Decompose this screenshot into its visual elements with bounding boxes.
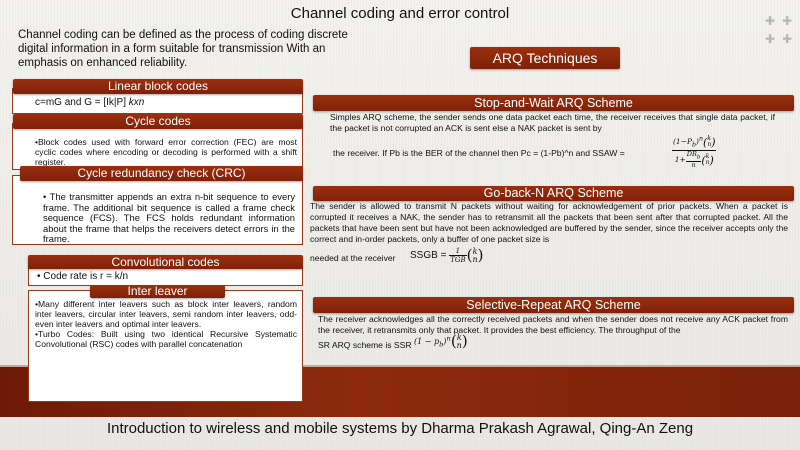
selective-repeat-text: The receiver acknowledges all the correc… xyxy=(318,314,788,335)
crc-desc: The transmitter appends an extra n-bit s… xyxy=(43,191,296,244)
crc-text: • The transmitter appends an extra n-bit… xyxy=(43,191,296,245)
gbn-formula-label: SSGB = xyxy=(410,250,447,262)
bullet: • xyxy=(43,191,47,202)
stop-and-wait-text: Simples ARQ scheme, the sender sends one… xyxy=(330,112,775,133)
inter-leaver-box: •Many different inter leavers such as bl… xyxy=(28,290,303,402)
stop-and-wait-header: Stop-and-Wait ARQ Scheme xyxy=(313,95,794,111)
selective-repeat-formula-line: SR ARQ scheme is SSR xyxy=(318,340,412,350)
crc-box: • The transmitter appends an extra n-bit… xyxy=(12,175,303,245)
plus-decoration-icon: ✚ xyxy=(782,14,793,28)
cycle-codes-box: •Block codes used with forward error cor… xyxy=(12,123,303,170)
bullet: • xyxy=(37,271,41,282)
plus-decoration-icon: ✚ xyxy=(765,32,776,46)
go-back-n-receiver-line: needed at the receiver xyxy=(310,253,396,263)
stop-and-wait-formula-line: the receiver. If Pb is the BER of the ch… xyxy=(333,148,625,158)
inter-leaver-bullet-1: •Many different inter leavers such as bl… xyxy=(35,299,297,329)
intro-text: Channel coding can be defined as the pro… xyxy=(18,29,348,69)
formula-prefix: c=mG and G = [Ik|P] xyxy=(35,97,129,108)
band-divider xyxy=(0,365,800,367)
footer-citation: Introduction to wireless and mobile syst… xyxy=(106,420,694,437)
plus-decoration-icon: ✚ xyxy=(782,32,793,46)
turbo-codes-text: Turbo Codes: Built using two identical R… xyxy=(35,329,297,349)
cycle-codes-desc: Block codes used with forward error corr… xyxy=(35,137,297,167)
cycle-codes-text: •Block codes used with forward error cor… xyxy=(35,137,297,167)
convolutional-codes-header: Convolutional codes xyxy=(28,255,303,269)
cycle-codes-header: Cycle codes xyxy=(13,114,303,129)
inter-leaver-header: Inter leaver xyxy=(90,285,225,298)
go-back-n-header: Go-back-N ARQ Scheme xyxy=(313,186,794,201)
bullet: • xyxy=(35,137,39,147)
bullet: • xyxy=(35,299,39,309)
selective-repeat-header: Selective-Repeat ARQ Scheme xyxy=(313,297,794,313)
arq-techniques-title: ARQ Techniques xyxy=(470,47,620,69)
code-rate-text: Code rate is r = k/n xyxy=(43,271,129,282)
crc-header: Cycle redundancy check (CRC) xyxy=(20,166,303,181)
bullet: • xyxy=(35,329,39,339)
formula-suffix: kxn xyxy=(128,97,145,108)
page-title: Channel coding and error control xyxy=(290,5,510,22)
inter-leaver-bullet-2: •Turbo Codes: Built using two identical … xyxy=(35,329,297,349)
inter-leaver-types: Many different inter leavers such as blo… xyxy=(35,299,297,329)
plus-decoration-icon: ✚ xyxy=(765,14,776,28)
inter-leaver-text: •Many different inter leavers such as bl… xyxy=(35,299,297,349)
go-back-n-text: The sender is allowed to transmit N pack… xyxy=(310,201,788,244)
convolutional-codes-text: • Code rate is r = k/n xyxy=(37,271,128,282)
linear-block-codes-formula: c=mG and G = [Ik|P] kxn xyxy=(35,97,144,108)
linear-block-codes-header: Linear block codes xyxy=(13,79,303,94)
